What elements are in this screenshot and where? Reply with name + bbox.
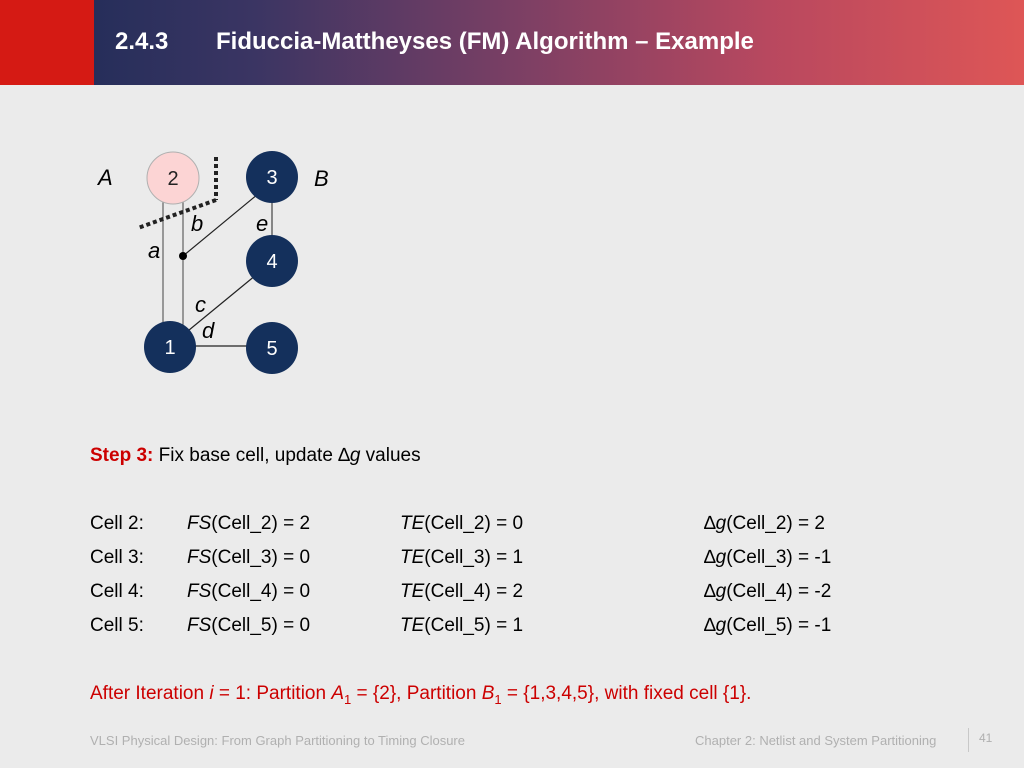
delta-g-value: ∆g(Cell_3) = -1 xyxy=(704,547,832,568)
te-value: TE(Cell_3) = 1 xyxy=(400,547,524,568)
node-4-label: 4 xyxy=(266,251,277,273)
partition-b-symbol: B xyxy=(481,683,495,704)
node-3: 3 xyxy=(246,151,298,203)
title-bar: 2.4.3 Fiduccia-Mattheyses (FM) Algorithm… xyxy=(0,0,1024,85)
partition-b-set: = {1,3,4,5}, with fixed cell {1}. xyxy=(501,683,752,704)
edge-e-label: e xyxy=(256,211,268,236)
node-1: 1 xyxy=(144,321,196,373)
footer-divider xyxy=(968,728,969,752)
iteration-eq: = 1: Partition xyxy=(213,683,332,704)
cut-line-diagonal xyxy=(137,198,217,230)
edge-b xyxy=(182,193,259,257)
fs-value: FS(Cell_4) = 0 xyxy=(187,581,311,602)
step-text-after: values xyxy=(360,445,421,466)
partition-b-sub: 1 xyxy=(494,691,502,707)
delta-symbol: ∆ xyxy=(338,445,350,466)
node-5: 5 xyxy=(246,322,298,374)
iteration-var: i xyxy=(209,683,214,704)
footer-book-title: VLSI Physical Design: From Graph Partiti… xyxy=(90,733,465,748)
te-value: TE(Cell_2) = 0 xyxy=(400,513,524,534)
node-2: 2 xyxy=(146,151,200,205)
cell-name: Cell 5: xyxy=(90,615,144,636)
title-accent-block xyxy=(0,0,94,85)
footer-chapter: Chapter 2: Netlist and System Partitioni… xyxy=(695,733,937,748)
partition-a-sub: 1 xyxy=(344,691,352,707)
iteration-summary: After Iteration i = 1: Partition A1 = {2… xyxy=(90,683,751,707)
node-4: 4 xyxy=(246,235,298,287)
edge-a-label: a xyxy=(148,238,160,263)
step-text-before: Fix base cell, update xyxy=(158,445,339,466)
iteration-prefix: After Iteration xyxy=(90,683,210,704)
net-junction-dot xyxy=(179,252,187,260)
node-1-label: 1 xyxy=(164,337,175,359)
section-number: 2.4.3 xyxy=(115,28,169,55)
cell-name: Cell 2: xyxy=(90,513,144,534)
edge-c-label: c xyxy=(195,292,206,317)
partition-b-label: B xyxy=(314,166,329,191)
node-3-label: 3 xyxy=(266,167,277,189)
fs-value: FS(Cell_5) = 0 xyxy=(187,615,311,636)
step-label: Step 3: xyxy=(90,445,154,466)
partition-a-set: = {2}, Partition xyxy=(351,683,482,704)
delta-g-value: ∆g(Cell_4) = -2 xyxy=(704,581,832,602)
te-value: TE(Cell_4) = 2 xyxy=(400,581,524,602)
edge-b-label: b xyxy=(191,211,203,236)
step-heading: Step 3: Fix base cell, update ∆g values xyxy=(90,445,421,467)
cell-name: Cell 4: xyxy=(90,581,144,602)
partition-a-symbol: A xyxy=(331,683,345,704)
fs-value: FS(Cell_2) = 2 xyxy=(187,513,311,534)
page-number: 41 xyxy=(979,731,993,745)
delta-g-value: ∆g(Cell_2) = 2 xyxy=(704,513,825,534)
fs-value: FS(Cell_3) = 0 xyxy=(187,547,311,568)
node-2-label: 2 xyxy=(167,168,178,190)
cell-name: Cell 3: xyxy=(90,547,144,568)
edge-d-label: d xyxy=(202,318,215,343)
edge-c xyxy=(182,274,257,336)
slide-title: Fiduccia-Mattheyses (FM) Algorithm – Exa… xyxy=(216,28,754,55)
partition-graph: 2 3 4 1 5 A B a b c d e xyxy=(96,151,329,374)
partition-a-label: A xyxy=(96,165,113,190)
g-symbol: g xyxy=(349,445,361,466)
node-5-label: 5 xyxy=(266,338,277,360)
delta-g-value: ∆g(Cell_5) = -1 xyxy=(704,615,832,636)
te-value: TE(Cell_5) = 1 xyxy=(400,615,524,636)
